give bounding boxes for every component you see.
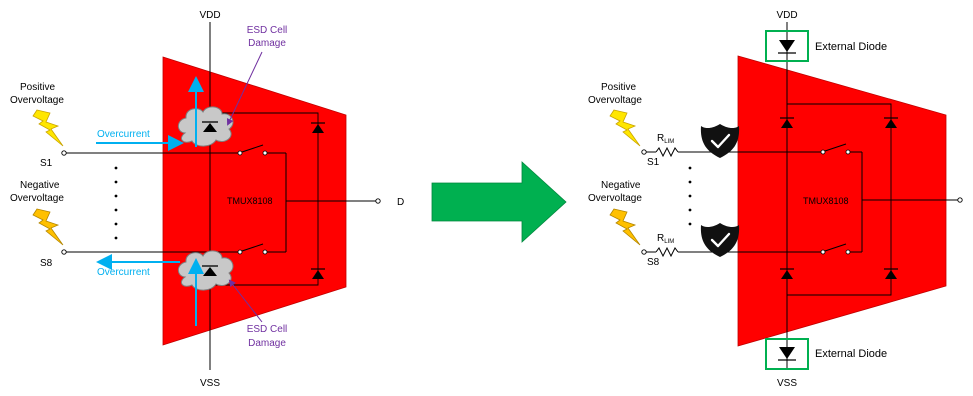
right-lightning-negative-icon xyxy=(609,208,641,246)
right-s1-terminal xyxy=(641,149,647,155)
left-vdd-label: VDD xyxy=(199,10,220,21)
left-esd-damage-top-pointer xyxy=(226,51,263,126)
right-external-diode-bottom-label: External Diode xyxy=(815,348,887,360)
right-negative-ov-l1: Negative xyxy=(601,180,641,191)
left-s8-label: S8 xyxy=(40,258,53,269)
left-lightning-positive-icon xyxy=(32,109,64,147)
right-internal-diode-upper-left xyxy=(780,117,794,128)
left-overcurrent-top-label: Overcurrent xyxy=(97,129,150,140)
right-external-diode-bottom xyxy=(765,338,809,370)
left-diode-upper xyxy=(311,122,325,133)
left-negative-ov-l1: Negative xyxy=(20,180,60,191)
right-vss-label: VSS xyxy=(777,378,797,389)
left-negative-ov-l2: Overvoltage xyxy=(10,193,64,204)
right-negative-ov-l2: Overvoltage xyxy=(588,193,642,204)
left-switch-s8 xyxy=(237,243,286,255)
right-switch-s1 xyxy=(820,143,862,155)
right-rlim-bottom xyxy=(655,246,679,258)
right-external-diode-top-label: External Diode xyxy=(815,41,887,53)
left-device-label: TMUX8108 xyxy=(227,196,273,206)
right-d-terminal xyxy=(957,197,963,203)
left-s8-terminal xyxy=(61,249,67,255)
right-external-diode-top xyxy=(765,30,809,62)
right-lightning-positive-icon xyxy=(609,109,641,147)
right-circuit: VDD VSS External Diode External Diode xyxy=(588,10,963,389)
left-lightning-negative-icon xyxy=(32,208,64,246)
right-s8-terminal xyxy=(641,249,647,255)
transition-arrow xyxy=(431,161,567,243)
left-diode-lower xyxy=(311,268,325,279)
right-internal-diode-lower-left xyxy=(780,268,794,279)
right-rlim-bottom-label: RLIM xyxy=(657,233,674,245)
left-d-terminal xyxy=(375,198,381,204)
shield-check-icon xyxy=(700,223,740,257)
left-overcurrent-top-arrows xyxy=(96,76,204,151)
shield-check-icon xyxy=(700,124,740,158)
right-device-body xyxy=(737,55,947,347)
right-device-label: TMUX8108 xyxy=(803,196,849,206)
left-vss-label: VSS xyxy=(200,378,220,389)
left-s1-terminal xyxy=(61,150,67,156)
right-s8-label: S8 xyxy=(647,257,660,268)
left-rail xyxy=(210,112,319,286)
left-positive-ov-l1: Positive xyxy=(20,82,55,93)
left-positive-ov-l2: Overvoltage xyxy=(10,95,64,106)
right-s1-label: S1 xyxy=(647,157,660,168)
left-ellipsis-dots xyxy=(114,166,118,240)
right-rlim-top xyxy=(655,146,679,158)
left-esd-damage-bottom-l2: Damage xyxy=(248,338,286,349)
left-circuit: VDD VSS S1 S8 xyxy=(10,10,404,389)
left-d-label: D xyxy=(397,197,404,208)
right-internal-diode-lower-right xyxy=(884,268,898,279)
right-ellipsis-dots xyxy=(688,166,692,226)
left-esd-damage-top-l2: Damage xyxy=(248,38,286,49)
left-esd-damage-bottom-pointer xyxy=(228,279,263,323)
left-esd-damage-bottom-l1: ESD Cell xyxy=(247,324,288,335)
left-s1-label: S1 xyxy=(40,158,53,169)
left-overcurrent-bottom-arrows xyxy=(96,254,204,326)
right-positive-ov-l1: Positive xyxy=(601,82,636,93)
left-switch-s1 xyxy=(237,144,286,156)
right-switch-s8 xyxy=(820,243,862,255)
right-positive-ov-l2: Overvoltage xyxy=(588,95,642,106)
right-vdd-label: VDD xyxy=(776,10,797,21)
right-internal-diode-upper-right xyxy=(884,117,898,128)
right-rlim-top-label: RLIM xyxy=(657,133,674,145)
left-overcurrent-bottom-label: Overcurrent xyxy=(97,267,150,278)
left-esd-damage-top-l1: ESD Cell xyxy=(247,25,288,36)
